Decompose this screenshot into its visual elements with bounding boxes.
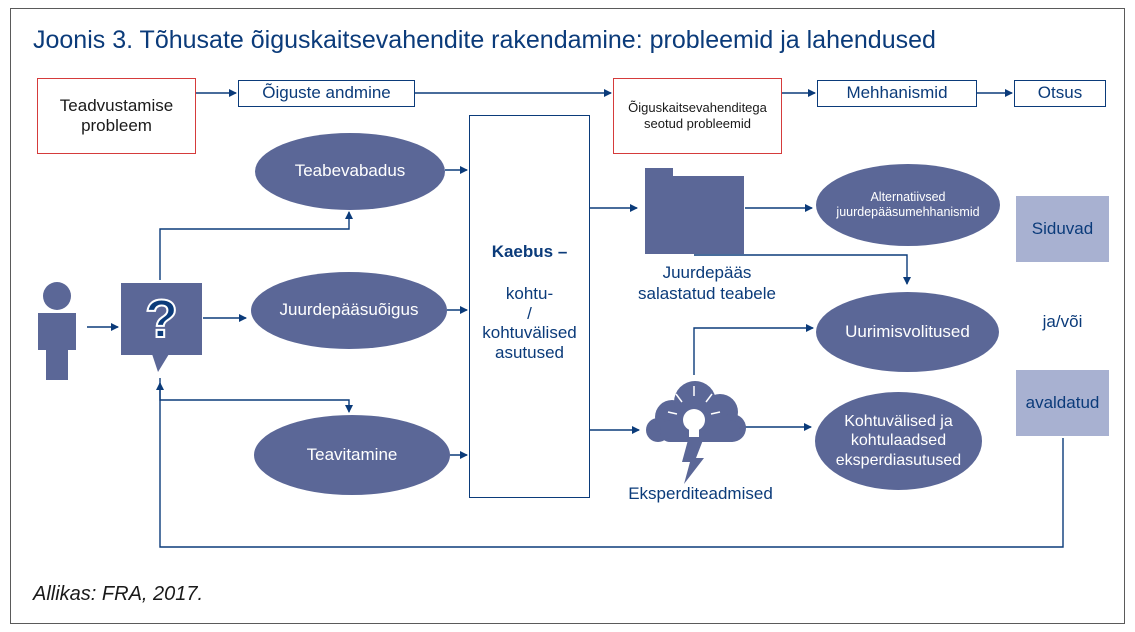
mechanisms-label: Mehhanismid: [846, 83, 948, 103]
awareness-problem-box: Teadvustamise probleem: [37, 78, 196, 154]
mechanisms-box: Mehhanismid: [817, 80, 977, 107]
remedy-problems-box: Õiguskaitsevahenditega seotud probleemid: [613, 78, 782, 154]
access-classified-label: Juurdepääs salastatud teabele: [638, 263, 776, 304]
alternative-access-ellipse: Alternatiivsed juurdepääsumehhanismid: [816, 164, 1000, 246]
remedy-problems-label: Õiguskaitsevahenditega seotud probleemid: [628, 100, 767, 131]
decision-box: Otsus: [1014, 80, 1106, 107]
expert-bodies-ellipse: Kohtuvälised ja kohtulaadsed eksperdiasu…: [815, 392, 982, 490]
granting-rights-label: Õiguste andmine: [262, 83, 391, 103]
binding-box: Siduvad: [1016, 196, 1109, 262]
folder-icon: [645, 168, 744, 254]
complaint-body: kohtu- / kohtuvälised asutused: [482, 284, 577, 363]
idea-cloud-icon: [646, 381, 746, 484]
question-mark: ?: [144, 288, 179, 350]
investigative-powers-label: Uurimisvolitused: [845, 321, 970, 341]
expert-bodies-label: Kohtuvälised ja kohtulaadsed eksperdiasu…: [835, 413, 962, 469]
figure-title: Joonis 3. Tõhusate õiguskaitsevahendite …: [33, 26, 936, 54]
freedom-of-information-label: Teabevabadus: [294, 161, 406, 181]
published-box: avaldatud: [1016, 370, 1109, 436]
alternative-access-label: Alternatiivsed juurdepääsumehhanismid: [836, 190, 980, 219]
binding-label: Siduvad: [1031, 218, 1094, 238]
and-or-label: ja/või: [1042, 312, 1083, 331]
published-label: avaldatud: [1025, 392, 1100, 412]
complaint-box: Kaebus – kohtu- / kohtuvälised asutused: [469, 115, 590, 498]
person-icon: [38, 282, 76, 380]
notification-ellipse: Teavitamine: [254, 415, 450, 495]
notification-label: Teavitamine: [306, 444, 398, 464]
granting-rights-box: Õiguste andmine: [238, 80, 415, 107]
freedom-of-information-ellipse: Teabevabadus: [255, 133, 445, 210]
investigative-powers-ellipse: Uurimisvolitused: [816, 292, 999, 372]
awareness-problem-label: Teadvustamise probleem: [59, 95, 174, 135]
right-of-access-ellipse: Juurdepääsuõigus: [251, 272, 447, 349]
complaint-heading: Kaebus –: [491, 242, 568, 261]
right-of-access-label: Juurdepääsuõigus: [279, 300, 419, 320]
expert-knowledge-label: Eksperditeadmised: [628, 484, 773, 503]
source-note: Allikas: FRA, 2017.: [33, 583, 204, 605]
decision-label: Otsus: [1037, 83, 1083, 103]
question-bubble-icon: [121, 283, 202, 372]
